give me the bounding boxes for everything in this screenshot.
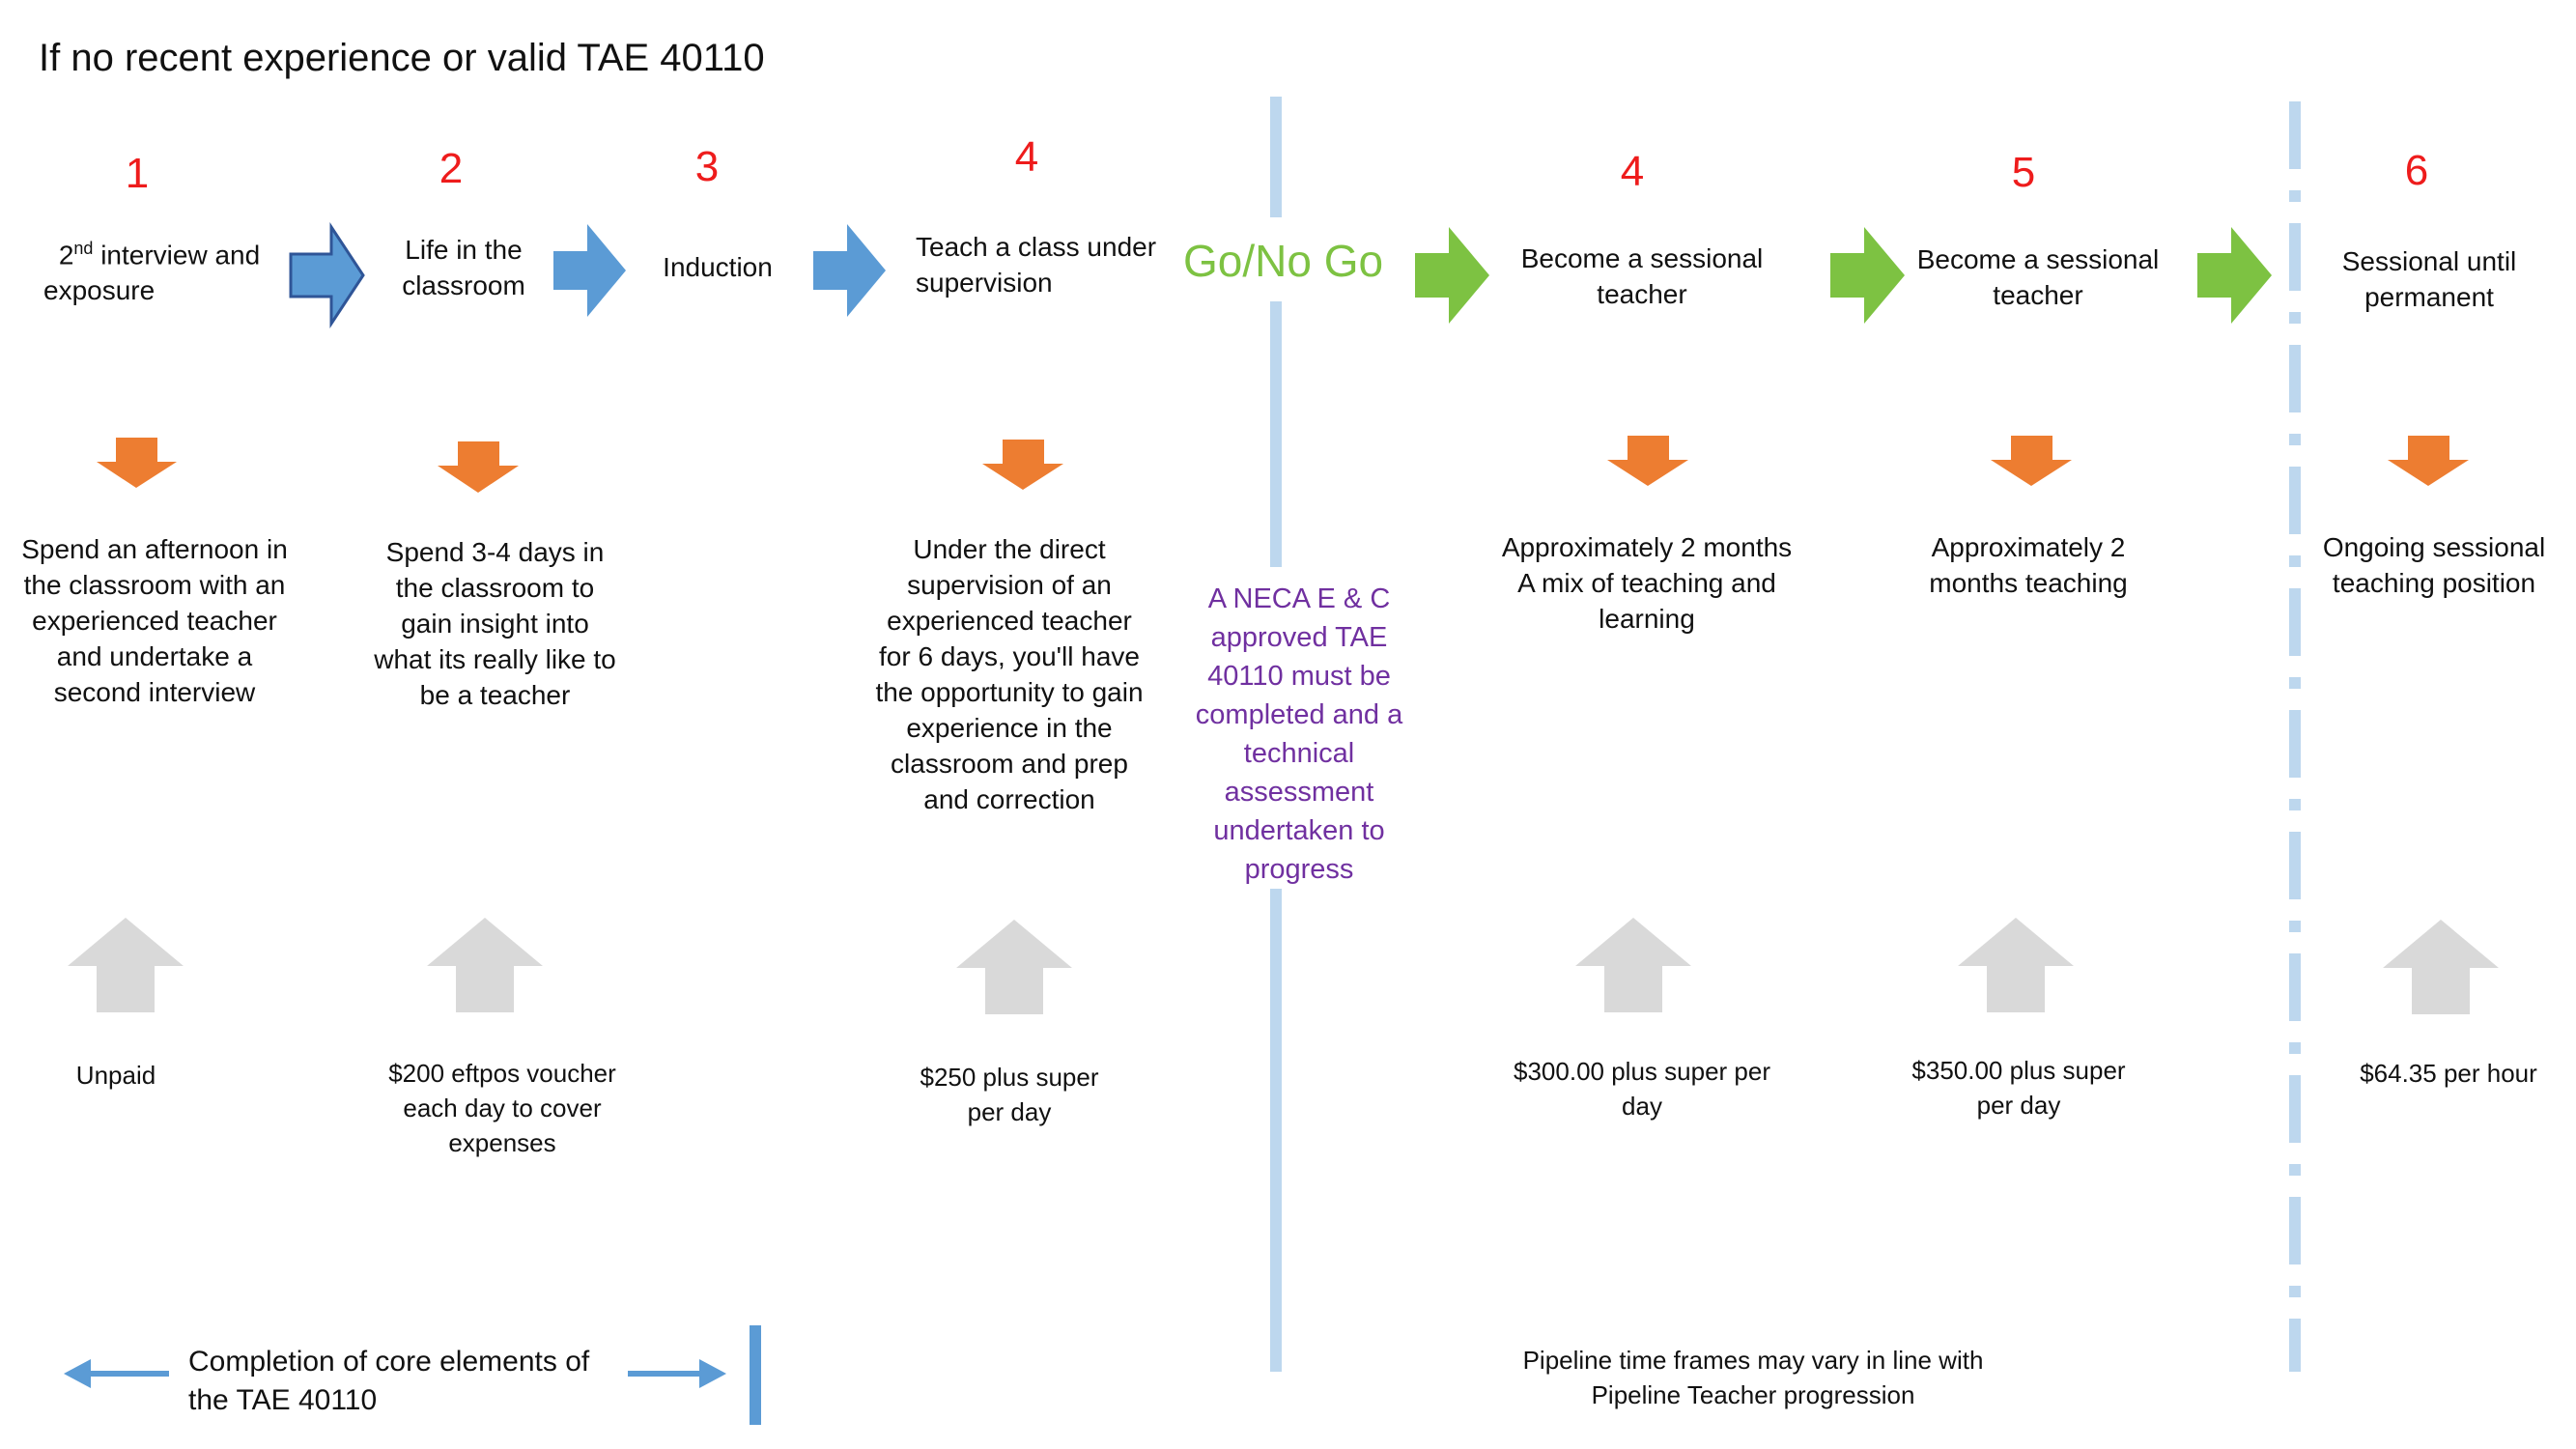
step-label-4-sessional: Become a sessional teacher — [1520, 243, 1764, 309]
step-number-3: 3 — [694, 143, 720, 190]
arrow-up-icon — [2383, 920, 2499, 1014]
step-description-4-supervised: Under the direct supervision of an exper… — [875, 534, 1144, 814]
step-label-1: 2nd interview and exposure — [19, 231, 299, 308]
step-label-1-superscript: nd — [73, 239, 94, 258]
arrow-right-icon — [1830, 227, 1905, 324]
gate-line-middle — [1270, 301, 1282, 567]
step-payment-2: $200 eftpos voucher each day to cover ex… — [388, 1059, 616, 1157]
arrow-right-icon — [2197, 227, 2272, 324]
arrow-down-icon — [438, 441, 519, 493]
arrow-down-icon — [2388, 436, 2469, 486]
step-number-4-sessional: 4 — [1620, 148, 1645, 195]
gate-line-top — [1270, 97, 1282, 217]
arrow-down-icon — [1991, 436, 2072, 486]
step-description-2: Spend 3-4 days in the classroom to gain … — [374, 537, 616, 710]
go-no-go-label: Go/No Go — [1183, 236, 1384, 286]
page-title: If no recent experience or valid TAE 401… — [39, 37, 765, 79]
step-label-5: Become a sessional teacher — [1916, 244, 2160, 310]
arrow-right-icon — [289, 222, 365, 328]
step-payment-4-supervised: $250 plus super per day — [920, 1063, 1099, 1126]
arrow-up-icon — [1575, 918, 1691, 1012]
gate-requirement: A NECA E & C approved TAE 40110 must be … — [1183, 580, 1415, 889]
arrow-up-icon — [427, 918, 543, 1012]
step-number-6: 6 — [2404, 147, 2429, 194]
arrow-right-icon — [1415, 227, 1489, 324]
arrow-up-icon — [956, 920, 1072, 1014]
legend-text: Completion of core elements of the TAE 4… — [188, 1346, 590, 1416]
step-description-6: Ongoing sessional teaching position — [2322, 532, 2546, 598]
legend-end-bar — [750, 1325, 761, 1425]
arrow-right-icon — [628, 1359, 726, 1388]
arrow-right-icon — [553, 224, 626, 317]
gate-line-bottom — [1270, 869, 1282, 1372]
step-label-1-line2: exposure — [43, 275, 156, 306]
step-number-5: 5 — [2011, 149, 2036, 196]
step-payment-6: $64.35 per hour — [2360, 1059, 2537, 1088]
step-payment-1: Unpaid — [75, 1061, 156, 1090]
step-number-1: 1 — [125, 150, 150, 197]
arrow-down-icon — [982, 440, 1063, 490]
arrow-left-icon — [64, 1359, 169, 1388]
step-number-2: 2 — [439, 145, 464, 192]
arrow-up-icon — [1958, 918, 2074, 1012]
step-payment-5: $350.00 plus super per day — [1911, 1056, 2126, 1120]
step-label-4-supervised: Teach a class under supervision — [916, 232, 1157, 298]
step-label-1-number: 2 — [58, 240, 74, 270]
arrow-up-icon — [68, 918, 184, 1012]
step-number-4-supervised: 4 — [1014, 133, 1039, 181]
arrow-down-icon — [1607, 436, 1688, 486]
arrow-down-icon — [97, 438, 177, 488]
step-description-1: Spend an afternoon in the classroom with… — [21, 534, 288, 707]
step-payment-4-sessional: $300.00 plus super per day — [1514, 1057, 1770, 1121]
step-label-1-text: interview and — [93, 240, 261, 270]
pipeline-note: Pipeline time frames may vary in line wi… — [1522, 1346, 1984, 1409]
step-label-3: Induction — [663, 252, 773, 282]
step-description-4-sessional: Approximately 2 months A mix of teaching… — [1501, 532, 1793, 634]
step-description-5: Approximately 2 months teaching — [1929, 532, 2128, 598]
step-label-6: Sessional until permanent — [2341, 246, 2517, 312]
arrow-right-icon — [813, 224, 886, 317]
step-label-2: Life in the classroom — [402, 235, 525, 300]
